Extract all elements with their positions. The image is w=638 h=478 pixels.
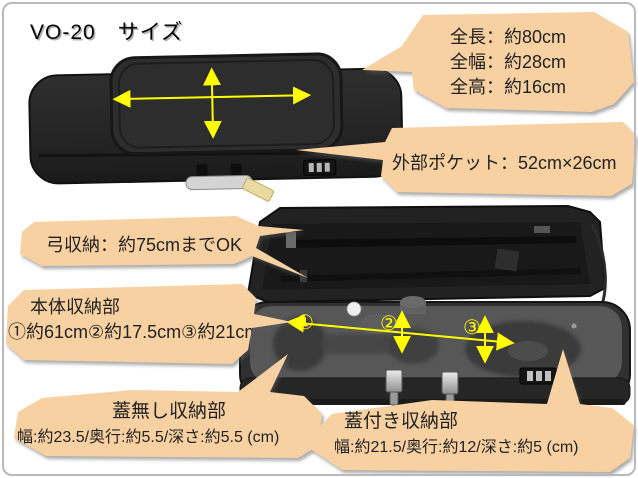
hang-tag: [242, 177, 275, 202]
callout-lidded-compartment: 蓋付き収納部 幅:約21.5/奥行:約12/深さ:約5 (cm): [312, 342, 638, 476]
lidded-compartment-detail: 幅:約21.5/奥行:約12/深さ:約5 (cm): [334, 439, 579, 456]
pocket-dimension-arrows: [112, 67, 312, 139]
overall-width: 全幅：約28cm: [450, 52, 567, 72]
lid-latch: [534, 226, 550, 233]
open-compartment-detail: 幅:約23.5/奥行:約5.5/深さ:約5.5 (cm): [17, 429, 280, 446]
open-lid: [246, 204, 607, 319]
open-case-photo: ① ② ③: [239, 204, 631, 408]
clasp: [385, 369, 403, 406]
callout-outer-pocket: 外部ポケット：52cm×26cm: [293, 120, 638, 200]
tray-dimension-arrows: [286, 310, 515, 364]
combination-lock: [303, 159, 337, 176]
marker-3: ③: [463, 317, 481, 339]
main-storage-detail: ①約61cm②約17.5cm③約21cm: [8, 322, 260, 342]
marker-2: ②: [380, 313, 398, 335]
overall-height: 全高：約16cm: [450, 77, 567, 97]
callout-main-storage: 本体収納部 ①約61cm②約17.5cm③約21cm: [4, 284, 296, 370]
white-ball: [346, 301, 362, 317]
callout-bubble-shape: 外部ポケット：52cm×26cm: [296, 122, 636, 196]
open-compartment-title: 蓋無し収納部: [112, 401, 227, 422]
bow-storage-size: 弓収納：約75cmまでOK: [46, 235, 243, 255]
callout-bow-storage: 弓収納：約75cmまでOK: [12, 214, 314, 282]
lidded-compartment-title: 蓋付き収納部: [344, 411, 459, 432]
callout-bubble-shape: 蓋無し収納部 幅:約23.5/奥行:約5.5/深さ:約5.5 (cm): [14, 354, 322, 458]
overall-length: 全長：約80cm: [450, 27, 567, 47]
main-storage-title: 本体収納部: [30, 297, 120, 317]
marker-1: ①: [296, 312, 314, 334]
foam-block: [494, 248, 520, 272]
callout-bubble-shape: 本体収納部 ①約61cm②約17.5cm③約21cm: [6, 284, 292, 364]
callout-overall-size: 全長：約80cm 全幅：約28cm 全高：約16cm: [362, 12, 636, 116]
callout-bubble-shape: 全長：約80cm 全幅：約28cm 全高：約16cm: [362, 12, 634, 112]
callout-bubble-shape: 弓収納：約75cmまでOK: [20, 216, 308, 278]
callout-bubble-shape: 蓋付き収納部 幅:約21.5/奥行:約12/深さ:約5 (cm): [312, 349, 634, 472]
page-title: VO-20 サイズ: [30, 21, 184, 44]
case-handle: [185, 163, 253, 191]
outer-pocket-size: 外部ポケット：52cm×26cm: [392, 153, 617, 173]
circled-number-markers: ① ② ③: [296, 312, 481, 339]
combination-lock: [519, 367, 557, 385]
callout-open-compartment: 蓋無し収納部 幅:約23.5/奥行:約5.5/深さ:約5.5 (cm): [12, 350, 328, 462]
bow-spinner-holder: [286, 232, 296, 248]
